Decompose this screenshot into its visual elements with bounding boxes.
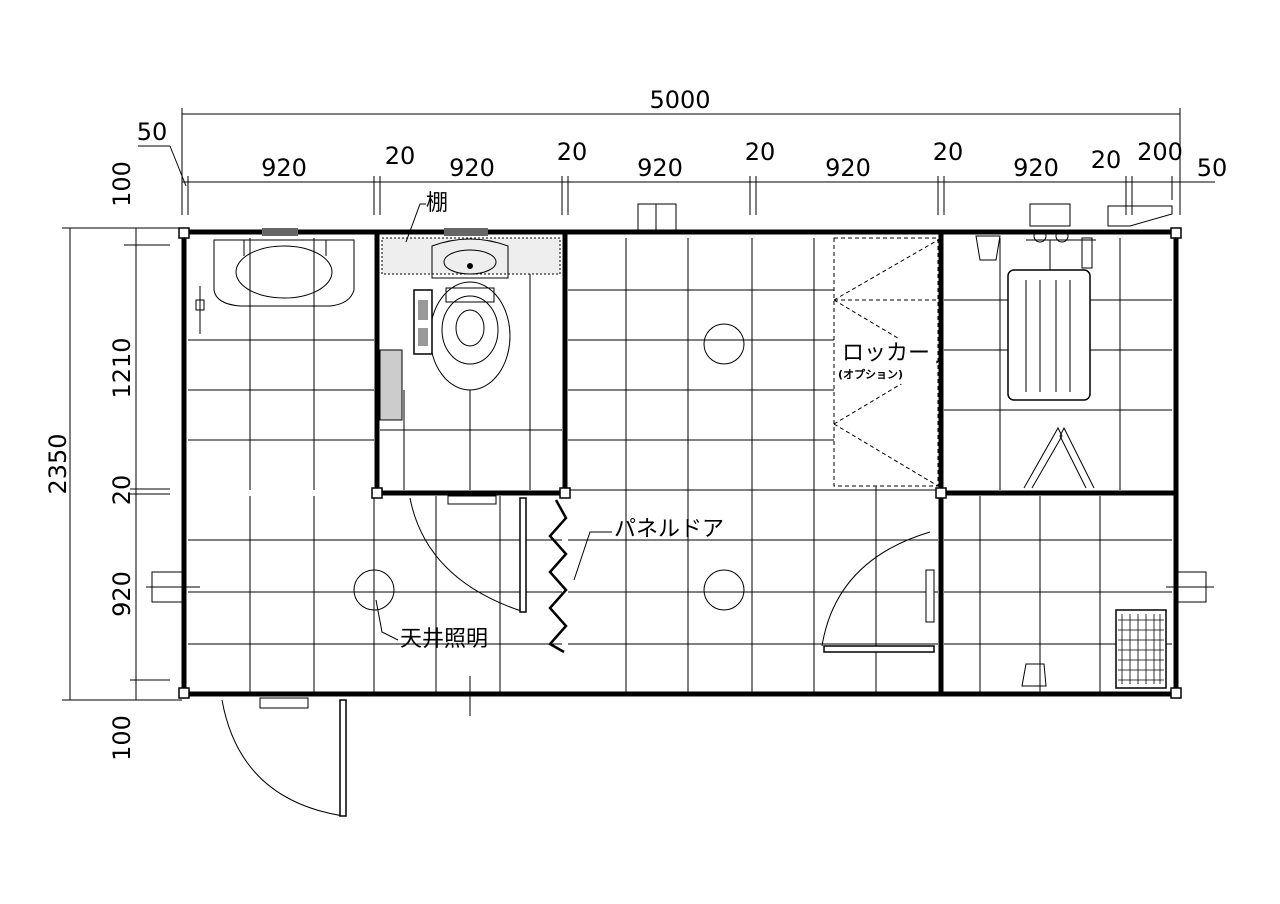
walls (178, 227, 1182, 699)
ceiling-light (703, 323, 745, 365)
toilet-door (409, 497, 525, 613)
doors (221, 495, 935, 817)
shower-room (975, 203, 1173, 489)
dim-top-left-margin: 50 (137, 118, 168, 146)
shower-mat (1007, 269, 1091, 401)
entrance-door (221, 699, 345, 817)
floor-mat (379, 349, 403, 421)
ceiling-light (703, 569, 745, 611)
ceiling-light-label: 天井照明 (400, 627, 488, 652)
dim-left-top-100: 100 (108, 161, 136, 207)
panel-door-label: パネルドア (614, 517, 724, 542)
dim-gap-1: 20 (385, 142, 416, 170)
toilet-area (379, 228, 561, 421)
dim-gap-5: 20 (1091, 146, 1122, 174)
dim-overall-width: 5000 (649, 86, 710, 114)
dim-overall-height: 2350 (44, 433, 72, 494)
locker-option-label: (オプション) (838, 367, 903, 381)
utility-room (1021, 609, 1167, 689)
dim-right-50: 50 (1197, 154, 1228, 182)
ceiling-light (353, 569, 395, 611)
locker-label: ロッカー (842, 341, 930, 366)
dim-right-200: 200 (1137, 138, 1183, 166)
dim-bay-5: 920 (1013, 154, 1059, 182)
dim-left-20: 20 (108, 475, 136, 506)
dim-gap-3: 20 (745, 138, 776, 166)
callouts: パネルドア 天井照明 (375, 517, 724, 652)
floor-tiles (188, 238, 1172, 692)
dim-gap-4: 20 (933, 138, 964, 166)
locker-area: ロッカー (オプション) (833, 237, 939, 487)
dim-bay-3: 920 (637, 154, 683, 182)
washbasin (195, 228, 355, 334)
dim-gap-2: 20 (557, 138, 588, 166)
dim-bay-4: 920 (825, 154, 871, 182)
dimension-lines (62, 108, 1215, 701)
dim-left-bottom-100: 100 (108, 715, 136, 761)
dim-bay-1: 920 (261, 154, 307, 182)
dim-bay-2: 920 (449, 154, 495, 182)
floor-grate (1115, 609, 1167, 689)
dimension-texts: 5000 50 920 20 920 20 920 20 920 20 920 … (44, 86, 1227, 761)
dim-left-920: 920 (108, 571, 136, 617)
toilet-tank (431, 238, 509, 279)
shelf-label: 棚 (426, 191, 448, 216)
dim-left-1210: 1210 (108, 337, 136, 398)
shelf-label-group: 棚 (405, 191, 448, 243)
panel-door (548, 499, 568, 654)
vents (146, 203, 1214, 603)
